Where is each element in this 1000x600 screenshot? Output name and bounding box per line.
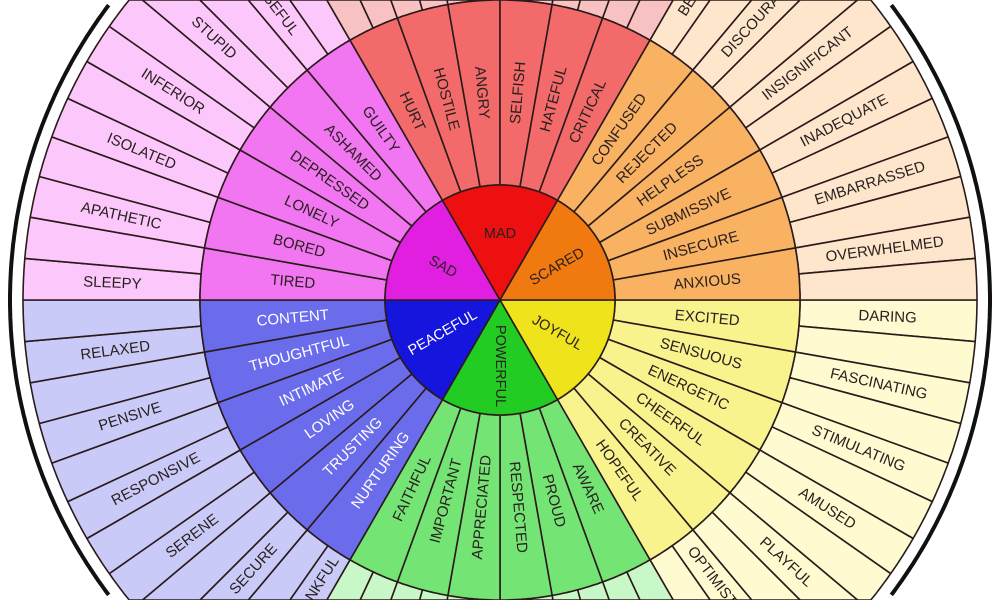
core-cell bbox=[441, 184, 559, 301]
middle-label: EXCITED bbox=[674, 307, 740, 330]
core-cell bbox=[441, 299, 559, 416]
core-cell bbox=[499, 199, 616, 301]
outer-label: SLEEPY bbox=[83, 273, 142, 293]
wheel-border bbox=[8, 3, 992, 597]
middle-label: SELFISH bbox=[507, 61, 529, 125]
wheel-border-arc bbox=[8, 3, 111, 597]
core-cell bbox=[384, 299, 501, 401]
core-cell bbox=[384, 199, 501, 301]
core-label: POWERFUL bbox=[492, 325, 508, 407]
middle-label: TIRED bbox=[270, 271, 316, 292]
core-cell bbox=[499, 299, 616, 401]
wheel-cells bbox=[22, 0, 978, 600]
wheel-border-arc bbox=[889, 300, 992, 597]
middle-label: ANXIOUS bbox=[673, 270, 742, 293]
middle-label: CONTENT bbox=[256, 306, 330, 329]
middle-label: ANGRY bbox=[471, 66, 493, 120]
outer-label: DARING bbox=[858, 307, 917, 327]
core-label: MAD bbox=[484, 226, 516, 242]
wheel-border-arc bbox=[889, 3, 992, 300]
